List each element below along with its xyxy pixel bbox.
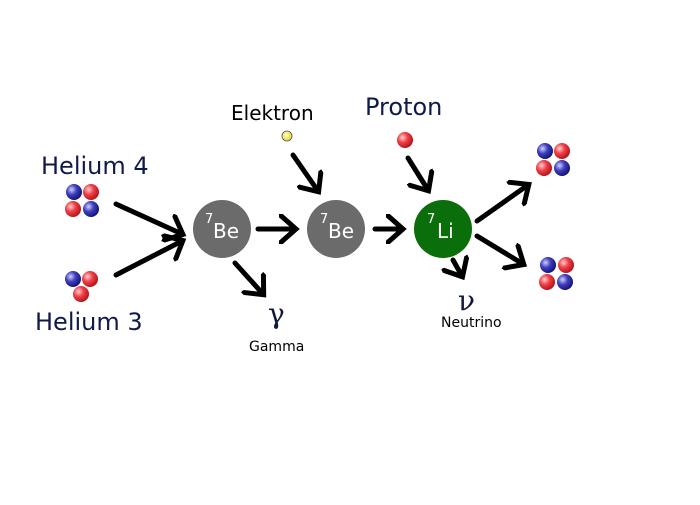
element-symbol: Li [437,219,454,243]
neutrino-symbol: ν [458,284,475,317]
arrow-be7-to-gamma [232,260,263,294]
mass-number: 7 [205,212,213,227]
beryllium-7-nucleus-first: 7 Be [193,200,251,258]
label-neutrino: Neutrino [441,315,502,331]
nucleus-circle [193,200,251,258]
arrow-helium3-to-be7 [113,241,182,278]
mass-number: 7 [427,212,435,227]
neutron-particle [83,201,99,217]
proton-particle [539,274,555,290]
arrow-li7-to-neutrino [453,260,462,276]
helium-3-nucleus [65,271,98,302]
neutron-particle [65,271,81,287]
proton-particle [536,160,552,176]
reaction-arrows [113,152,528,294]
element-symbol: Be [213,219,239,243]
label-proton: Proton [365,93,442,121]
nucleus-circle [414,200,472,258]
neutron-particle [540,257,556,273]
arrow-li7-to-helium4-top [474,185,528,224]
proton-particle [73,286,89,302]
lithium-7-nucleus: 7 Li [414,200,472,258]
arrow-proton-to-li7 [405,155,428,190]
label-helium-3: Helium 3 [35,308,143,336]
nucleus-circle [307,200,365,258]
label-gamma: Gamma [249,339,304,355]
neutron-particle [537,143,553,159]
helium-4-nucleus-output-bottom [539,257,574,290]
arrow-electron-to-be7 [290,152,318,191]
element-symbol: Be [328,219,354,243]
arrow-li7-to-helium4-bottom [474,233,523,264]
neutron-particle [66,184,82,200]
neutron-particle [554,160,570,176]
beryllium-7-nucleus-second: 7 Be [307,200,365,258]
arrow-helium4-to-be7 [113,201,182,234]
helium-4-nucleus [65,184,99,217]
proton-particle [65,201,81,217]
proton-particle [554,143,570,159]
neutron-particle [557,274,573,290]
helium-4-nucleus-output-top [536,143,570,176]
proton-particle [82,271,98,287]
label-helium-4: Helium 4 [41,152,149,180]
gamma-symbol: γ [268,297,285,330]
mass-number: 7 [320,212,328,227]
proton-particle [83,184,99,200]
electron-particle [281,130,293,142]
label-elektron: Elektron [231,101,314,125]
proton-particle [558,257,574,273]
proton-particle [397,132,413,148]
